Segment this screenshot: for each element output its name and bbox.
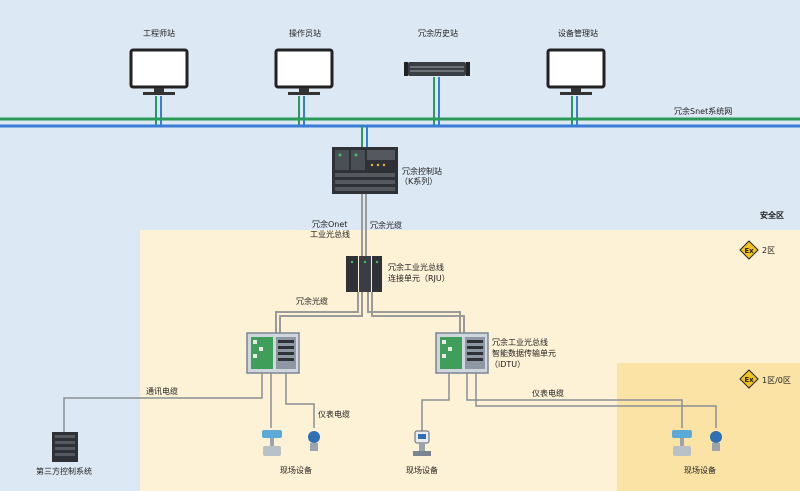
controller-label-line1: 冗余控制站 (402, 166, 442, 176)
fiber-label-top: 冗余光缆 (370, 220, 402, 230)
engineer-station-label: 工程师站 (143, 28, 175, 38)
instrument-cable-label-right: 仪表电缆 (532, 388, 564, 398)
field-flowmeter-middle (413, 430, 431, 456)
field-device-label-3: 现场设备 (684, 465, 716, 475)
instrument-cable-label-left: 仪表电缆 (318, 409, 350, 419)
history-station-label: 冗余历史站 (418, 28, 458, 38)
operator-station (274, 48, 334, 125)
zone1-ex-marker: Ex (739, 369, 759, 389)
zone1-ex-symbol: Ex (744, 376, 754, 384)
safe-zone-label: 安全区 (760, 210, 784, 220)
third-party-rack (52, 432, 78, 462)
zone2-ex-marker: Ex (739, 240, 759, 260)
controller-cabinet (332, 147, 398, 194)
zone1-0-label: 1区/0区 (762, 376, 791, 385)
third-party-label: 第三方控制系统 (36, 466, 92, 476)
field-device-label-2: 现场设备 (406, 465, 438, 475)
field-transmitter-right (710, 431, 722, 451)
device-management-station (546, 48, 606, 125)
controller-label-line2: （K系列） (400, 176, 437, 186)
engineer-station (129, 48, 189, 125)
zone2-ex-symbol: Ex (744, 247, 754, 255)
field-device-label-1: 现场设备 (280, 465, 312, 475)
rju-unit (346, 256, 382, 292)
snet-label: 冗余Snet系统网 (674, 106, 732, 116)
rju-label-line2: 连接单元（RJU） (388, 273, 450, 283)
idtu-label-line3: （iDTU） (490, 360, 525, 369)
rju-label-line1: 冗余工业光总线 (388, 262, 444, 272)
operator-station-label: 操作员站 (289, 28, 321, 38)
idtu-left (246, 332, 300, 374)
device-mgmt-station-label: 设备管理站 (558, 28, 598, 38)
onet-label-line1: 冗余Onet (312, 219, 347, 229)
field-valve-right (672, 430, 692, 456)
field-valve-left (262, 430, 282, 456)
onet-label-line2: 工业光总线 (310, 229, 350, 239)
idtu-right (435, 332, 489, 374)
zone2-label: 2区 (762, 246, 775, 255)
comm-cable-label: 通讯电缆 (146, 386, 178, 396)
zone-1-0-area (617, 363, 800, 491)
idtu-label-line2: 智能数据传输单元 (492, 348, 556, 358)
field-transmitter-left (308, 431, 320, 451)
history-server (404, 62, 470, 125)
idtu-label-line1: 冗余工业光总线 (492, 337, 548, 347)
fiber-label-left: 冗余光缆 (296, 296, 328, 306)
